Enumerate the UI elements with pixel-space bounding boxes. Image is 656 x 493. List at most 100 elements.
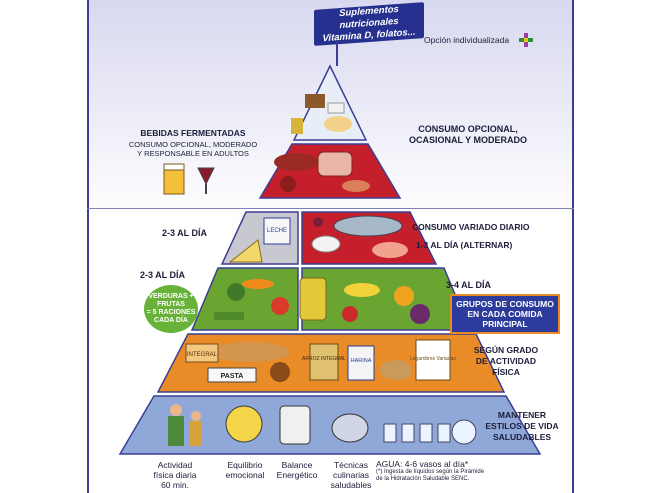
activity-caption-l3: 60 min. (161, 480, 189, 491)
water-caption-main: AGUA: 4-6 vasos al día* (376, 459, 469, 469)
bread-label: INTEGRAL (187, 352, 218, 358)
pasta-label: PASTA (221, 373, 244, 380)
cooking-pot-icon (331, 413, 369, 443)
scale-icon (279, 405, 311, 445)
cooking-caption-l1: Técnicas (333, 460, 368, 470)
water-glass-1-icon (383, 423, 397, 443)
section-divider (87, 208, 574, 209)
oil-frequency: 2-3 AL DÍA (140, 270, 186, 280)
pasta-box-icon (207, 367, 257, 383)
veg-badge-line1: VERDURAS + (148, 292, 194, 300)
emotional-caption-l1: Equilibrio (227, 460, 263, 470)
fermented-drinks-title: BEBIDAS FERMENTADAS (140, 128, 246, 138)
energy-caption-l2: Energético (276, 470, 318, 481)
individual-option-label: Opción individualizada (424, 35, 510, 45)
activity-grade-line1: SEGÚN GRADO (473, 345, 539, 355)
rice-bag-icon (309, 343, 339, 381)
beer-foam-icon (163, 163, 185, 171)
activity-caption-l1: Actividad (157, 460, 193, 470)
walking-person-icon (168, 416, 184, 446)
chorizo-icon (280, 176, 296, 192)
tomato-icon (271, 297, 289, 315)
apple-icon (342, 306, 358, 322)
sausage-icon (274, 153, 318, 171)
olive-oil-bottle-icon (299, 277, 327, 321)
energy-caption: Balance Energético (262, 460, 332, 480)
flour-bag-icon (347, 345, 375, 381)
banana-icon (344, 283, 380, 297)
milk-carton-icon (263, 217, 291, 245)
groups-line1: GRUPOS DE CONSUMO (456, 298, 554, 309)
groups-line2: EN CADA COMIDA (467, 308, 543, 319)
carrot-icon (242, 279, 274, 289)
water-jug-icon (451, 419, 477, 445)
lifestyle-line3: SALUDABLES (492, 432, 552, 442)
fermented-drinks-sub2: Y RESPONSABLE EN ADULTOS (137, 149, 249, 158)
fish-icon (333, 215, 403, 237)
child-head-icon (191, 411, 201, 421)
cake-icon (305, 94, 325, 108)
wine-glass-icon (197, 167, 215, 186)
chestnut-icon (270, 362, 290, 382)
bread-icon (210, 342, 290, 362)
individual-option-cross-icon (519, 33, 533, 47)
dairy-frequency: 2-3 AL DÍA (162, 228, 208, 238)
fruit-frequency: 3-4 AL DÍA (446, 280, 492, 290)
water-caption: AGUA: 4-6 vasos al día* (*) Ingesta de l… (376, 459, 526, 484)
cooking-caption-l3: saludables (330, 480, 372, 491)
wholegrain-bread-icon (185, 343, 219, 363)
potato-icon (380, 360, 412, 380)
snack-bag-icon (291, 118, 303, 134)
legumes-label: Legumbres Variadas (410, 356, 456, 362)
emotional-caption-l2: emocional (225, 470, 265, 481)
supplements-flag: Suplementos nutricionales Vitamina D, fo… (314, 2, 424, 46)
optional-consumption-line2: OCASIONAL Y MODERADO (408, 135, 527, 145)
lifestyle-line1: MANTENER (497, 410, 547, 420)
water-glass-4-icon (437, 423, 451, 443)
broccoli-icon (227, 283, 245, 301)
person-head-icon (170, 404, 182, 416)
activity-grade-line3: FÍSICA (492, 367, 520, 377)
veg-badge-line4: CADA DÍA (154, 317, 188, 325)
cooking-caption: Técnicas culinarias saludables (316, 460, 386, 491)
five-a-day-badge: VERDURAS + FRUTAS = 5 RACIONES CADA DÍA (144, 285, 198, 333)
emotional-caption: Equilibrio emocional (210, 460, 280, 480)
water-glass-2-icon (401, 423, 415, 443)
protein-title: CONSUMO VARIADO DIARIO (412, 222, 530, 232)
orange-icon (394, 286, 414, 306)
cheese-icon (228, 239, 263, 263)
veg-badge-line3: = 5 RACIONES (146, 309, 196, 316)
activity-caption-l2: física diaria (153, 470, 197, 481)
salmon-icon (372, 242, 408, 258)
water-glass-3-icon (419, 423, 433, 443)
rice-label: ARROZ INTEGRAL (302, 356, 346, 362)
optional-consumption-line1: CONSUMO OPCIONAL, (418, 124, 518, 134)
eggs-icon (311, 235, 341, 253)
walking-child-icon (190, 421, 202, 446)
activity-grade-line2: DE ACTIVIDAD (475, 356, 537, 366)
grapes-icon (410, 304, 430, 324)
lifestyle-tier (118, 395, 542, 455)
flour-label: HARINA (351, 358, 372, 364)
meat-icon (317, 151, 353, 177)
energy-caption-l1: Balance (281, 460, 313, 470)
water-caption-note2: de la Hidratación Saludable SENC. (376, 476, 470, 483)
flagpole (336, 40, 338, 66)
butter-icon (327, 102, 345, 114)
leek-icon (214, 312, 244, 320)
wine-stem-icon (205, 184, 207, 194)
main-meal-groups-box: GRUPOS DE CONSUMO EN CADA COMIDA PRINCIP… (450, 294, 560, 334)
pastry-icon (324, 116, 352, 132)
milk-label: LECHE (267, 228, 287, 234)
beer-mug-icon (163, 167, 185, 195)
activity-caption: Actividad física diaria 60 min. (140, 460, 210, 491)
groups-line3: PRINCIPAL (482, 319, 528, 330)
protein-frequency: 1-3 AL DÍA (ALTERNAR) (416, 240, 513, 250)
emotional-balance-icon (225, 405, 263, 443)
veg-badge-line2: FRUTAS (157, 300, 185, 308)
bacon-icon (342, 180, 370, 192)
beans-icon (313, 217, 323, 227)
legumes-jar-icon (415, 339, 451, 381)
